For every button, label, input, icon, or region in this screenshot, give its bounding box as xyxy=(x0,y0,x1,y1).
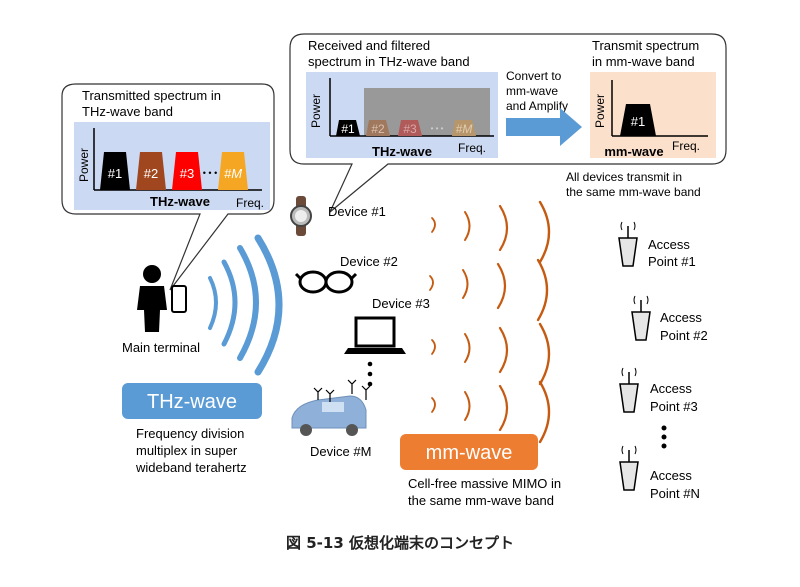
tx-band-label: mm-wave xyxy=(604,144,663,159)
thz-desc-2: multiplex in super xyxy=(136,443,238,458)
thz-wave-badge-label: THz-wave xyxy=(147,391,237,413)
access-point-3-icon xyxy=(619,367,639,413)
top-ellipsis: • • • xyxy=(431,124,444,133)
access-point-3-line2: Point #3 xyxy=(650,399,698,414)
top-bubble-title-2: spectrum in THz-wave band xyxy=(308,54,470,69)
same-band-note-2: the same mm-wave band xyxy=(566,185,701,199)
access-point-1-line1: Access xyxy=(648,237,690,252)
tx-block-1 xyxy=(620,104,656,136)
thz-wave-arcs xyxy=(208,234,283,376)
mm-desc-2: the same mm-wave band xyxy=(408,493,554,508)
mm-wave-arcs xyxy=(429,200,551,444)
glasses-icon xyxy=(294,270,358,294)
access-point-n-icon xyxy=(619,445,639,491)
left-band-label: THz-wave xyxy=(150,194,210,209)
access-point-n-line2: Point #N xyxy=(650,486,700,501)
figure-caption: 図 5-13 仮想化端末のコンセプト xyxy=(286,534,514,552)
tx-spectrum-background xyxy=(590,72,716,158)
top-block-3-label: #3 xyxy=(403,122,417,136)
same-band-note-1: All devices transmit in xyxy=(566,170,682,184)
convert-text-2: mm-wave xyxy=(506,84,558,98)
top-band-label: THz-wave xyxy=(372,144,432,159)
left-block-1-label: #1 xyxy=(108,166,122,181)
car-icon xyxy=(291,379,371,436)
top-block-1 xyxy=(336,120,360,136)
top-block-2-label: #2 xyxy=(371,122,385,136)
top-spectrum-bubble: Received and filtered spectrum in THz-wa… xyxy=(289,33,727,213)
person-icon xyxy=(137,265,167,332)
tx-freq-label: Freq. xyxy=(672,139,700,153)
left-block-1 xyxy=(100,152,130,190)
access-point-1-icon xyxy=(618,221,638,267)
left-bubble-title-1: Transmitted spectrum in xyxy=(82,88,221,103)
top-power-label: Power xyxy=(309,94,323,128)
left-block-m-label: #M xyxy=(224,166,242,181)
tx-title-2: in mm-wave band xyxy=(592,54,695,69)
left-bubble-title-2: THz-wave band xyxy=(82,104,173,119)
device-2-label: Device #2 xyxy=(340,254,398,269)
mm-desc-1: Cell-free massive MIMO in xyxy=(408,476,561,491)
access-point-n-line1: Access xyxy=(650,468,692,483)
top-block-1-label: #1 xyxy=(341,122,355,136)
watch-icon xyxy=(290,196,312,236)
thz-desc-3: wideband terahertz xyxy=(135,460,247,475)
convert-text-1: Convert to xyxy=(506,69,562,83)
left-power-label: Power xyxy=(77,148,91,182)
left-ellipsis: • • • xyxy=(203,168,217,178)
tx-title-1: Transmit spectrum xyxy=(592,38,699,53)
convert-text-3: and Amplify xyxy=(506,99,568,113)
access-point-2-icon xyxy=(631,295,651,341)
left-block-m xyxy=(218,152,248,190)
main-terminal-label: Main terminal xyxy=(122,340,200,355)
device-3-label: Device #3 xyxy=(372,296,430,311)
tx-block-1-label: #1 xyxy=(631,114,645,129)
device-1-label: Device #1 xyxy=(328,204,386,219)
top-block-3 xyxy=(398,120,422,136)
thz-wave-badge xyxy=(122,383,262,419)
mm-wave-badge xyxy=(400,434,538,470)
access-point-2-line1: Access xyxy=(660,310,702,325)
smartphone-icon xyxy=(171,285,187,313)
access-point-dots xyxy=(661,425,667,449)
top-block-m-label: #M xyxy=(456,122,473,136)
top-block-m xyxy=(452,120,476,136)
device-m-label: Device #M xyxy=(310,444,371,459)
laptop-icon xyxy=(344,316,406,354)
top-block-2 xyxy=(366,120,390,136)
top-freq-label: Freq. xyxy=(458,141,486,155)
left-block-3 xyxy=(172,152,202,190)
left-freq-label: Freq. xyxy=(236,196,264,210)
top-bubble-title-1: Received and filtered xyxy=(308,38,430,53)
mm-wave-badge-label: mm-wave xyxy=(426,442,513,464)
left-block-2 xyxy=(136,152,166,190)
thz-desc-1: Frequency division xyxy=(136,426,244,441)
access-point-3-line1: Access xyxy=(650,381,692,396)
left-spectrum-bubble: Transmitted spectrum in THz-wave band Po… xyxy=(61,83,275,291)
access-point-2-line2: Point #2 xyxy=(660,328,708,343)
left-block-3-label: #3 xyxy=(180,166,194,181)
device-dots xyxy=(367,361,373,387)
access-point-1-line2: Point #1 xyxy=(648,254,696,269)
left-block-2-label: #2 xyxy=(144,166,158,181)
convert-arrow-icon xyxy=(506,108,582,146)
tx-power-label: Power xyxy=(593,94,607,128)
